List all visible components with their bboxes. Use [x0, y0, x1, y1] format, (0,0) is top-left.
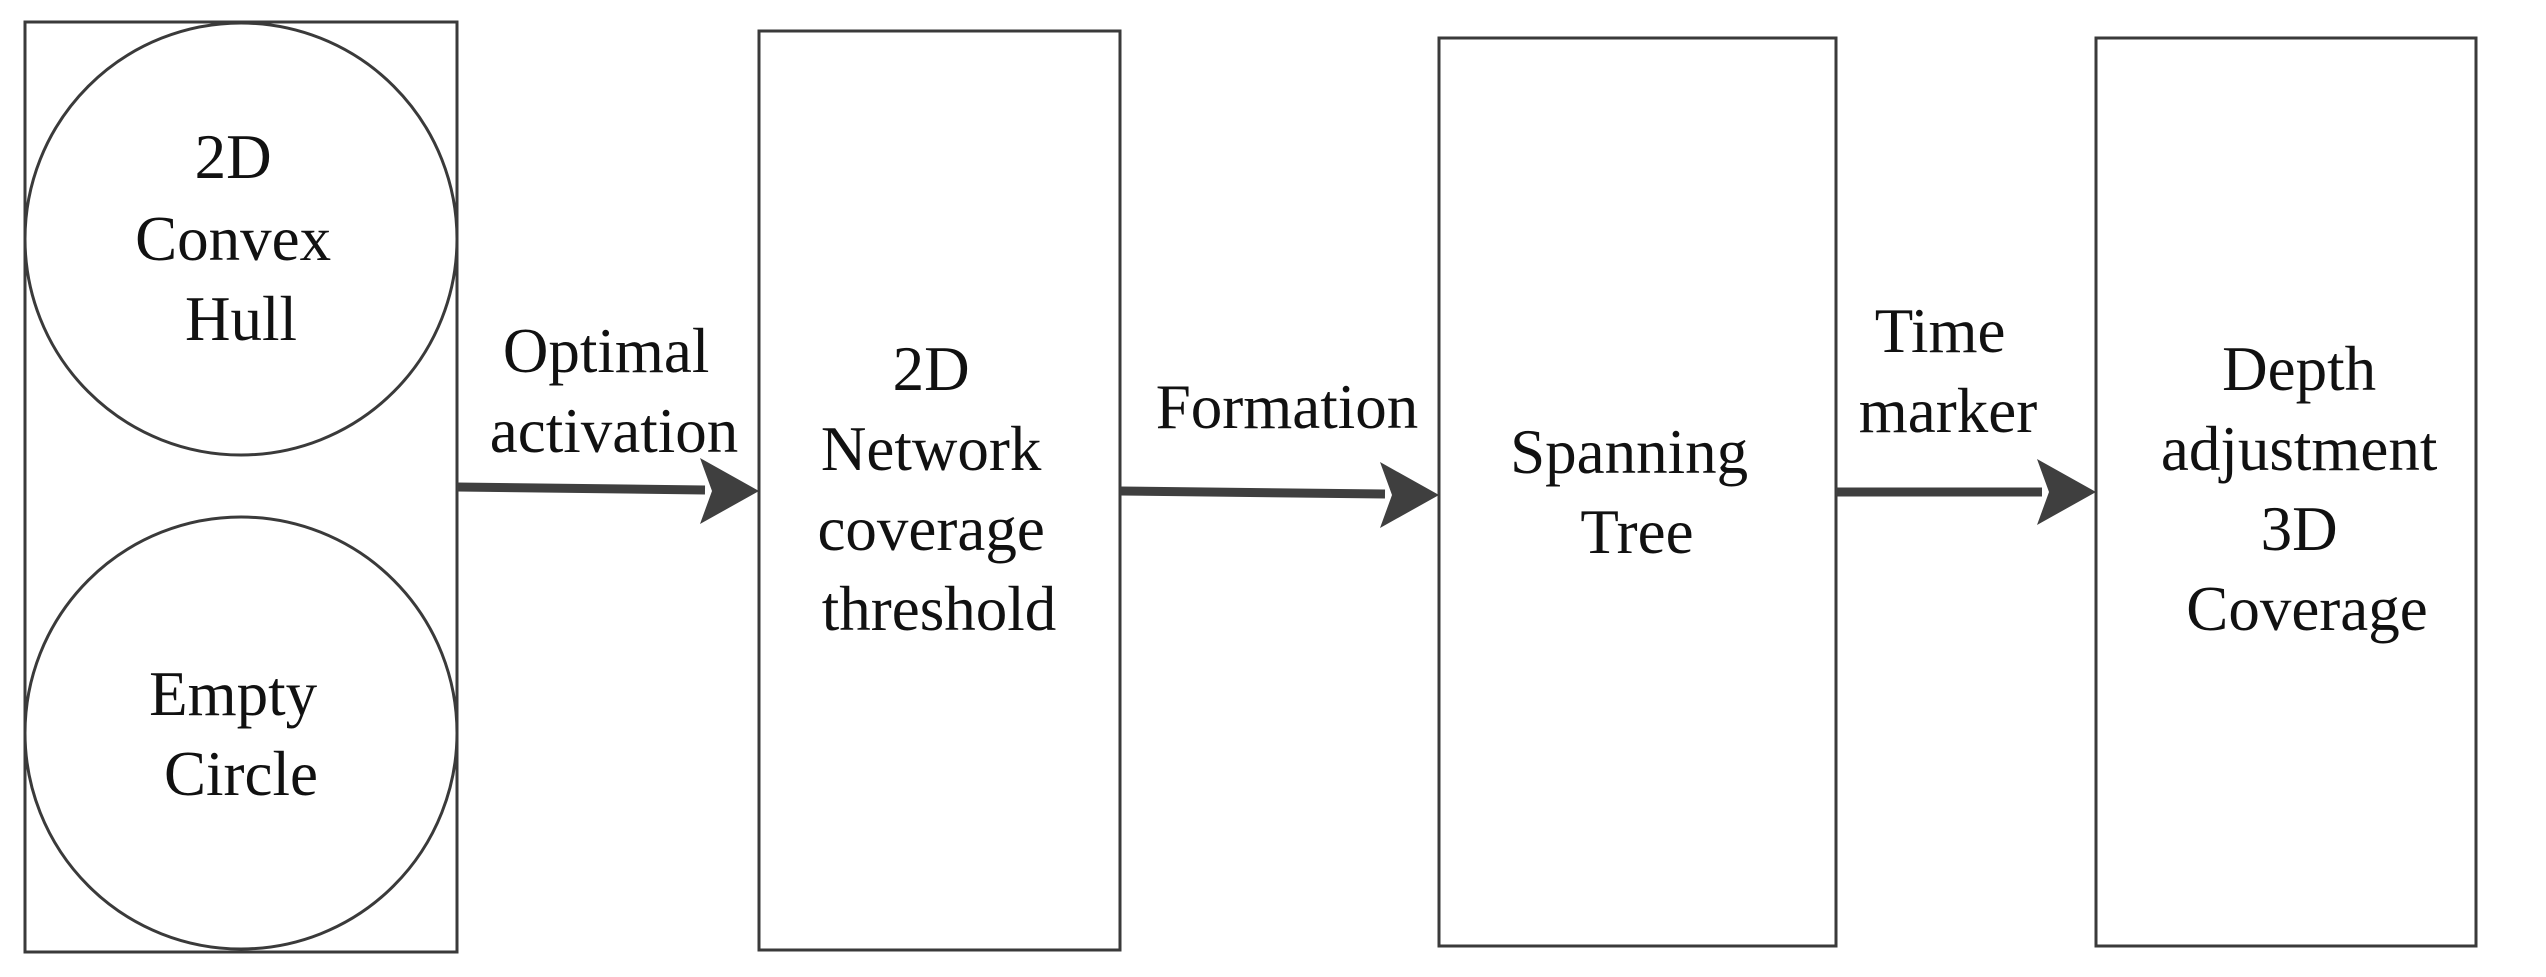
time-marker-line-1: Time — [1875, 296, 2006, 366]
network-threshold-line-4: threshold — [822, 574, 1056, 644]
spanning-tree-line-1: Spanning — [1510, 417, 1748, 487]
formation-arrow-head — [1380, 462, 1439, 528]
depth-adjustment-box — [2094, 36, 2478, 948]
time-marker-arrow-head — [2037, 459, 2096, 525]
depth-adjustment-label: Depth adjustment 3D Coverage — [2161, 334, 2453, 644]
depth-adjustment-line-4: Coverage — [2186, 574, 2427, 644]
network-threshold-line-2: Network — [821, 414, 1042, 484]
optimal-activation-arrow-shaft — [456, 482, 706, 495]
depth-adjustment-line-2: adjustment — [2161, 414, 2438, 484]
network-threshold-line-1: 2D — [893, 334, 970, 404]
convex-hull-line-1: 2D — [195, 122, 272, 192]
spanning-tree-label: Spanning Tree — [1510, 417, 1764, 567]
network-threshold-box — [757, 29, 1122, 952]
optimal-activation-arrow-head — [700, 458, 759, 524]
depth-adjustment-line-1: Depth — [2222, 334, 2376, 404]
network-threshold-line-3: coverage — [817, 494, 1044, 564]
depth-adjustment-line-3: 3D — [2261, 494, 2338, 564]
convex-hull-circle — [23, 21, 459, 457]
spanning-tree-line-2: Tree — [1580, 497, 1693, 567]
convex-hull-line-2: Convex — [135, 204, 331, 274]
time-marker-line-2: marker — [1859, 376, 2037, 446]
empty-circle-line-1: Empty — [149, 659, 317, 729]
spanning-tree-box — [1437, 36, 1838, 948]
optimal-activation-line-2: activation — [490, 396, 738, 466]
empty-circle-label: Empty Circle — [149, 659, 333, 809]
convex-hull-label: 2D Convex Hull — [135, 122, 347, 354]
empty-circle-line-2: Circle — [164, 739, 318, 809]
formation-arrow-shaft — [1119, 486, 1386, 499]
formation-label: Formation — [1156, 372, 1419, 442]
optimal-activation-label: Optimal activation — [490, 316, 738, 466]
empty-circle-circle — [23, 515, 459, 951]
convex-hull-line-3: Hull — [185, 284, 297, 354]
time-marker-label: Time marker — [1859, 296, 2037, 446]
network-threshold-label: 2D Network coverage threshold — [817, 334, 1060, 644]
formation-line-1: Formation — [1156, 372, 1419, 442]
optimal-activation-line-1: Optimal — [503, 316, 709, 386]
